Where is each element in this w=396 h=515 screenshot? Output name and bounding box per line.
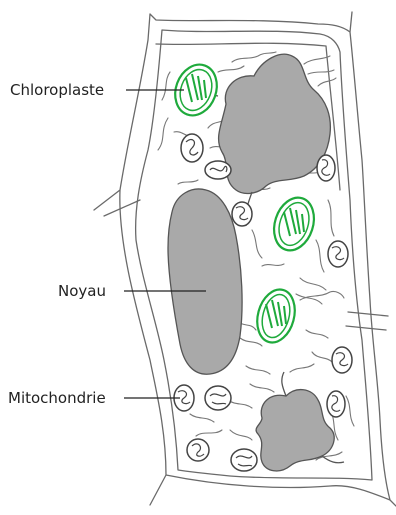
- mitochondrion: [205, 161, 231, 179]
- label-chloroplast-text: Chloroplaste: [10, 81, 104, 99]
- label-mitochondrion: Mitochondrie: [8, 389, 180, 407]
- label-mitochondrion-text: Mitochondrie: [8, 389, 106, 407]
- nucleus: [168, 189, 242, 374]
- mitochondrion: [317, 155, 335, 181]
- mitochondrion: [205, 386, 231, 410]
- chloroplast: [252, 285, 301, 346]
- chloroplast: [268, 192, 321, 255]
- mitochondrion: [328, 241, 348, 267]
- label-nucleus-text: Noyau: [58, 282, 106, 300]
- label-chloroplast: Chloroplaste: [10, 81, 184, 99]
- mitochondrion: [187, 439, 209, 461]
- mitochondrion: [181, 134, 203, 162]
- mitochondrion: [231, 449, 257, 471]
- mitochondrion: [232, 202, 252, 226]
- mitochondrion: [327, 391, 345, 417]
- mitochondrion: [332, 347, 352, 373]
